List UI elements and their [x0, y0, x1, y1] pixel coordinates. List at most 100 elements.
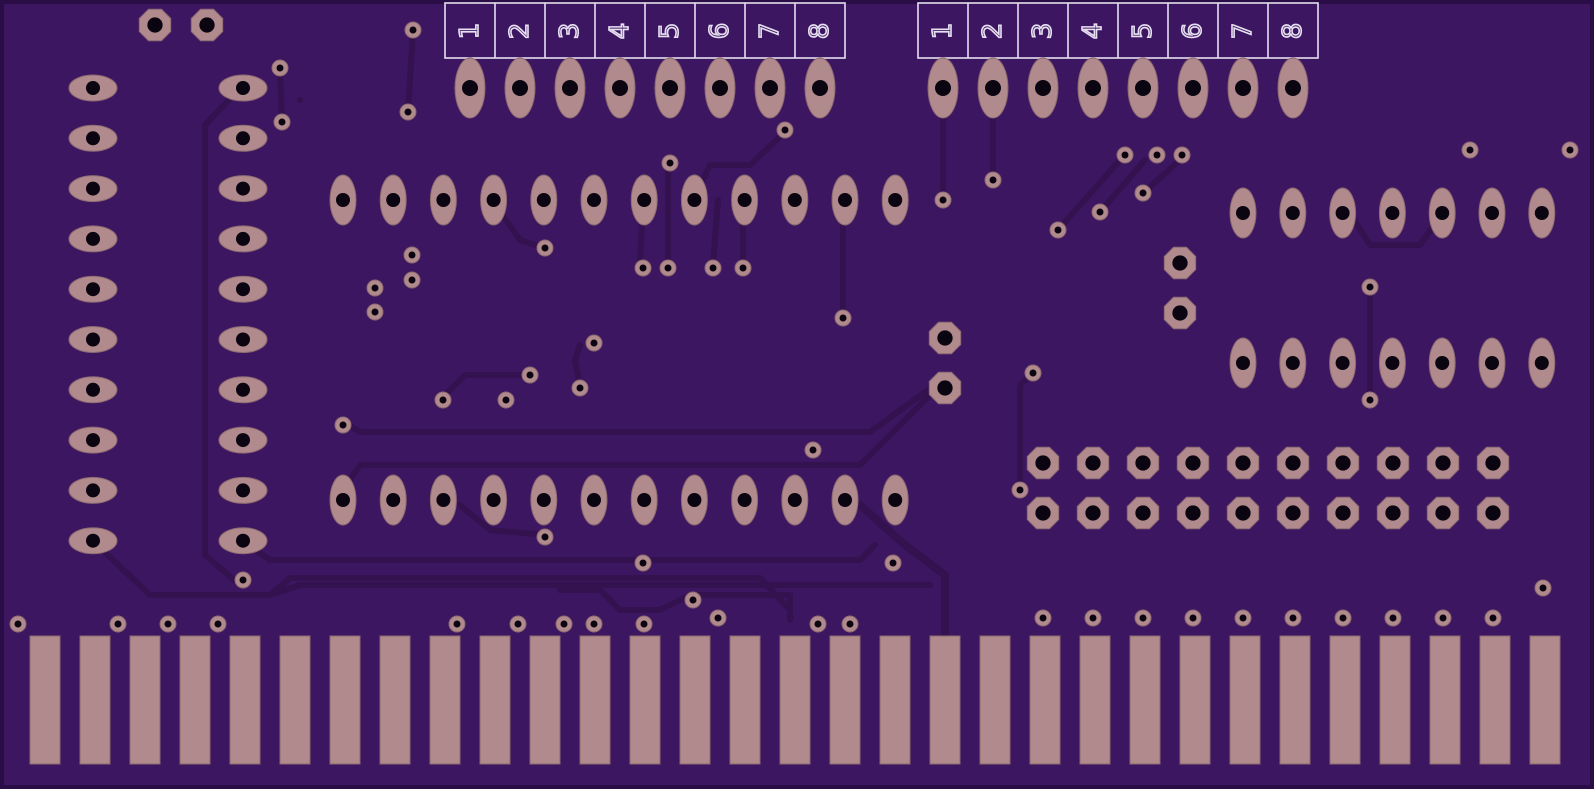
via-drill — [14, 620, 22, 628]
header-left-label: 7 — [755, 23, 785, 40]
round-pad-drill — [1172, 305, 1188, 321]
dip-middle-pad-drill — [637, 193, 652, 207]
via-drill — [1539, 584, 1547, 592]
header-pad — [1177, 57, 1209, 119]
edge-finger — [79, 635, 111, 765]
pin-header-pad — [1426, 446, 1460, 480]
via-drill — [404, 108, 412, 116]
via-drill — [560, 620, 568, 628]
header-pad-drill — [712, 80, 728, 96]
dip-left-pad — [218, 225, 268, 253]
dip-middle-pad — [329, 174, 357, 226]
header-left-label: 4 — [605, 23, 635, 40]
via-drill — [714, 614, 722, 622]
via — [434, 391, 452, 409]
dip-middle-pad — [379, 174, 407, 226]
via-drill — [278, 118, 286, 126]
header-pad — [604, 57, 636, 119]
dip-middle-pad-drill — [536, 193, 551, 207]
via — [1084, 609, 1102, 627]
edge-finger — [429, 635, 461, 765]
via — [661, 154, 679, 172]
pin-header-pad-drill — [1435, 455, 1451, 471]
via-drill — [1139, 614, 1147, 622]
via-drill — [1439, 614, 1447, 622]
round-pad-drill — [937, 330, 953, 346]
via — [403, 246, 421, 264]
dip-left-pad — [218, 74, 268, 102]
edge-finger — [829, 635, 861, 765]
via — [585, 334, 603, 352]
round-pad — [1163, 246, 1197, 280]
dip-middle-pad-drill — [737, 193, 752, 207]
dip-left-pad — [218, 426, 268, 454]
edge-finger — [1129, 635, 1161, 765]
header-pad — [927, 57, 959, 119]
pin-header-pad — [1176, 446, 1210, 480]
dip-left-pad-drill — [236, 433, 250, 448]
header-pad — [977, 57, 1009, 119]
pin-header-pad — [1026, 446, 1060, 480]
via — [366, 303, 384, 321]
dip-middle-pad-drill — [737, 493, 752, 507]
via — [841, 615, 859, 633]
via-drill — [689, 596, 697, 604]
via — [234, 571, 252, 589]
header-pad — [1127, 57, 1159, 119]
dip-middle-pad-drill — [787, 193, 802, 207]
dip-left-pad-drill — [86, 81, 100, 95]
dip-middle-pad — [680, 474, 708, 526]
dip-middle-pad — [480, 174, 508, 226]
vias — [9, 21, 1579, 633]
dip-right-pad-drill — [1285, 356, 1300, 370]
dip-left-pad — [218, 527, 268, 555]
via-drill — [590, 620, 598, 628]
via — [273, 113, 291, 131]
pin-header-pad-drill — [1235, 455, 1251, 471]
edge-finger — [1079, 635, 1111, 765]
via — [334, 416, 352, 434]
via-drill — [371, 284, 379, 292]
via — [1434, 609, 1452, 627]
dip-middle-pad-drill — [687, 493, 702, 507]
edge-finger — [129, 635, 161, 765]
dip-right-pad-drill — [1335, 206, 1350, 220]
dip-middle-pad-drill — [838, 193, 852, 207]
dip-middle-pad-drill — [436, 193, 451, 207]
via-drill — [1016, 486, 1024, 494]
via — [536, 239, 554, 257]
pin-header-pad — [1376, 446, 1410, 480]
via — [776, 121, 794, 139]
via-drill — [1489, 614, 1497, 622]
header-pad — [704, 57, 736, 119]
via — [448, 615, 466, 633]
pin-header-pad-drill — [1335, 455, 1351, 471]
pin-header-pad-drill — [1485, 455, 1501, 471]
dip-right-pad — [1329, 187, 1357, 239]
via-drill — [1153, 151, 1161, 159]
via — [804, 441, 822, 459]
pin-header-pad-drill — [1085, 455, 1101, 471]
via — [509, 615, 527, 633]
dip-right-pad — [1478, 187, 1506, 239]
dip-middle-pad-drill — [888, 493, 903, 507]
dip-middle-pad — [680, 174, 708, 226]
dip-middle-pad — [831, 474, 859, 526]
header-pad-drill — [1035, 80, 1051, 96]
edge-finger — [379, 635, 411, 765]
header-pad-drill — [935, 80, 951, 96]
via-drill — [1466, 146, 1474, 154]
dip-right-pad — [1378, 337, 1406, 389]
round-pad — [190, 8, 224, 42]
pin-header-pad-drill — [1435, 505, 1451, 521]
via-drill — [1339, 614, 1347, 622]
via — [934, 191, 952, 209]
round-pad — [138, 8, 172, 42]
via-drill — [781, 126, 789, 134]
dip-left-pad-drill — [86, 382, 100, 397]
edge-connector — [29, 635, 1561, 765]
via — [635, 615, 653, 633]
pin-header-pad-drill — [1235, 505, 1251, 521]
edge-finger — [229, 635, 261, 765]
